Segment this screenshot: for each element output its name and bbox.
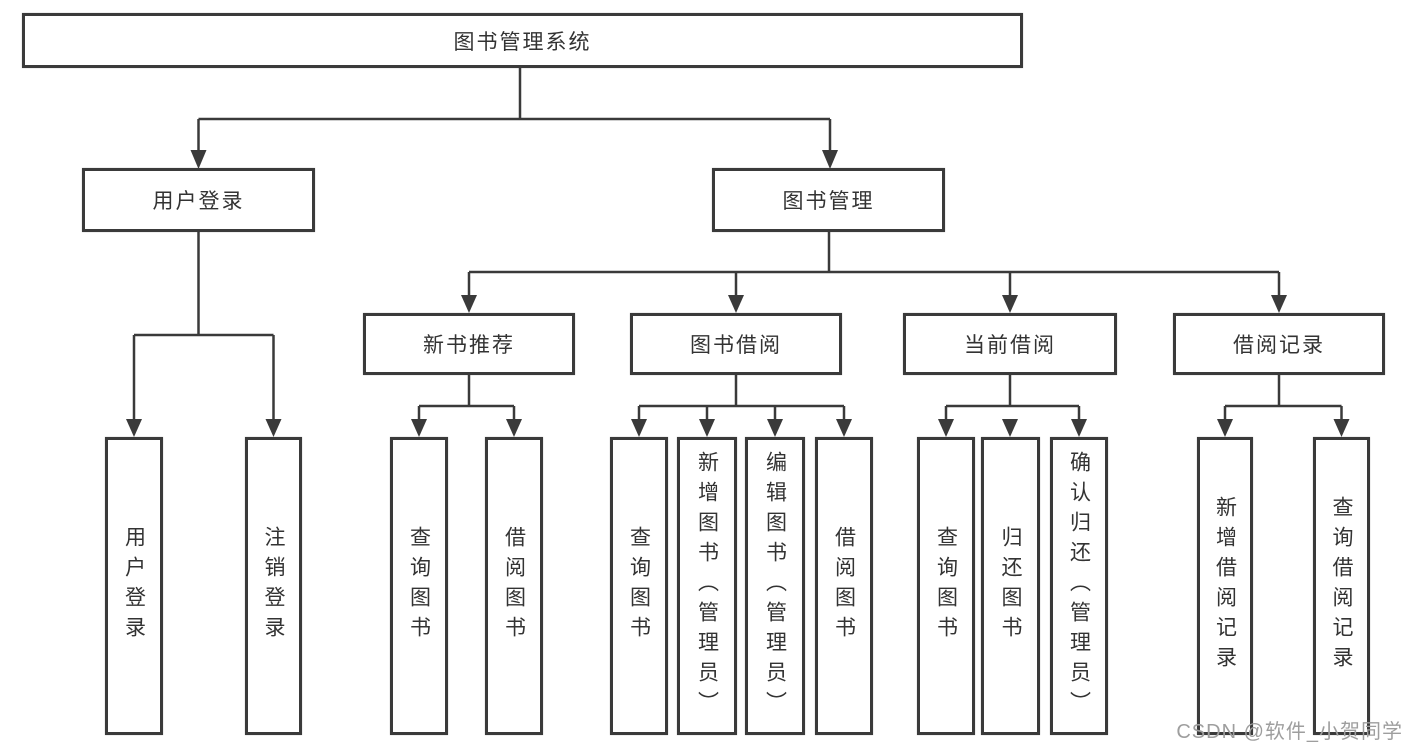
node-label: 图书管理系统 [453, 30, 592, 54]
node-label: 用户登录 [152, 190, 245, 213]
leaf-edit-book-admin: 编辑图书（管理员） [745, 437, 805, 735]
leaf-confirm-return-admin: 确认归还（管理员） [1050, 437, 1108, 735]
node-borrowing-records: 借阅记录 [1173, 313, 1385, 375]
node-label: 查询图书 [934, 526, 958, 646]
node-label: 查询图书 [627, 526, 651, 646]
csdn-watermark: CSDN @软件_小贺同学 [1176, 721, 1403, 743]
node-new-book-recommendation: 新书推荐 [363, 313, 575, 375]
node-label: 查询图书 [407, 526, 431, 646]
node-label: 借阅图书 [502, 526, 526, 646]
node-library-management-system: 图书管理系统 [22, 13, 1023, 68]
node-book-borrowing: 图书借阅 [630, 313, 842, 375]
leaf-return-book: 归还图书 [981, 437, 1040, 735]
leaf-add-book-admin: 新增图书（管理员） [677, 437, 737, 735]
connector-segments [132, 68, 1343, 420]
leaf-query-borrow-record: 查询借阅记录 [1313, 437, 1370, 735]
node-label: 新增图书（管理员） [695, 451, 719, 721]
node-label: 归还图书 [999, 526, 1022, 646]
arrowheads [126, 150, 1350, 437]
leaf-query-book-recommend: 查询图书 [390, 437, 448, 735]
node-label: 借阅图书 [832, 526, 856, 646]
leaf-query-book-current: 查询图书 [917, 437, 975, 735]
node-label: 新书推荐 [423, 334, 515, 357]
leaf-borrow-book: 借阅图书 [815, 437, 873, 735]
node-label: 图书借阅 [690, 334, 782, 357]
node-label: 查询借阅记录 [1330, 496, 1353, 676]
leaf-add-borrow-record: 新增借阅记录 [1197, 437, 1253, 735]
node-label: 用户登录 [122, 526, 146, 646]
leaf-user-login: 用户登录 [105, 437, 163, 735]
leaf-query-book-borrow: 查询图书 [610, 437, 668, 735]
node-label: 图书管理 [782, 190, 875, 213]
leaf-borrow-book-recommend: 借阅图书 [485, 437, 543, 735]
node-book-management: 图书管理 [712, 168, 945, 232]
node-label: 编辑图书（管理员） [763, 451, 787, 721]
leaf-logout: 注销登录 [245, 437, 302, 735]
node-label: 确认归还（管理员） [1067, 451, 1091, 721]
node-current-borrowing: 当前借阅 [903, 313, 1117, 375]
node-label: 注销登录 [262, 526, 285, 646]
node-label: 借阅记录 [1233, 334, 1325, 357]
node-user-login-group: 用户登录 [82, 168, 315, 232]
node-label: 当前借阅 [964, 334, 1056, 357]
node-label: 新增借阅记录 [1213, 496, 1237, 676]
